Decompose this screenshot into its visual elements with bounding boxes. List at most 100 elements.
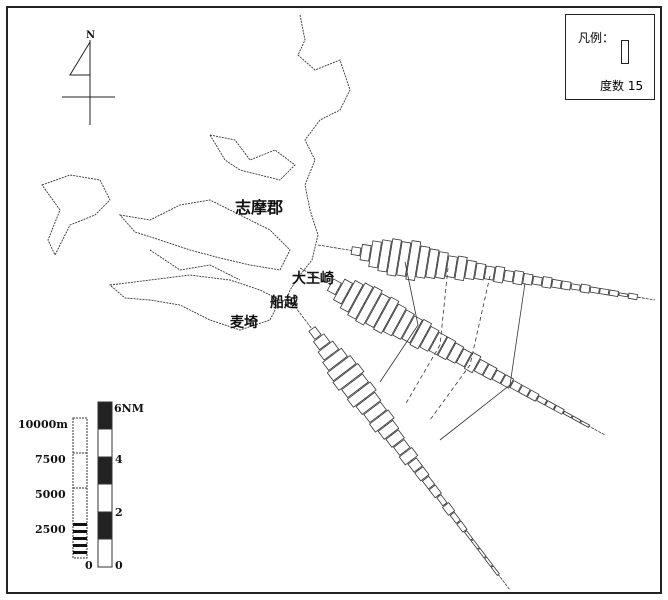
frequency-bar bbox=[425, 248, 440, 279]
frequency-bar bbox=[377, 419, 400, 440]
frequency-bar bbox=[373, 296, 400, 334]
frequency-bar bbox=[363, 401, 387, 424]
scale-bar-nautical-miles bbox=[97, 401, 113, 568]
place-cape-daio: 大王崎 bbox=[292, 271, 334, 287]
frequency-bar bbox=[484, 556, 494, 568]
frequency-bar bbox=[579, 283, 591, 294]
compass-icon bbox=[62, 40, 115, 125]
frequency-bar bbox=[428, 331, 448, 356]
frequency-bar bbox=[470, 538, 480, 550]
scale-m-tick: 0 bbox=[85, 559, 93, 572]
frequency-bar bbox=[365, 292, 391, 328]
frequency-bar bbox=[355, 285, 383, 326]
frequency-bar bbox=[551, 278, 562, 289]
scale-m-tick: 2500 bbox=[35, 523, 66, 536]
frequency-bar bbox=[415, 245, 431, 279]
frequency-bar bbox=[326, 355, 357, 382]
frequency-bar bbox=[332, 278, 354, 305]
frequency-bar bbox=[368, 240, 382, 269]
frequency-bar bbox=[553, 404, 565, 415]
compass-north-label: N bbox=[86, 30, 96, 41]
frequency-bar bbox=[339, 279, 364, 313]
frequency-bar bbox=[405, 240, 422, 281]
frequency-bar bbox=[455, 348, 473, 368]
frequency-bar bbox=[437, 336, 457, 361]
frequency-bar bbox=[562, 410, 573, 419]
place-mugisaki: 麦埼 bbox=[230, 315, 258, 331]
frequency-bar bbox=[326, 278, 342, 296]
frequency-bar bbox=[456, 520, 468, 533]
frequency-bar bbox=[599, 287, 610, 296]
frequency-bar bbox=[446, 342, 465, 364]
scale-m-tick: 10000m bbox=[18, 418, 68, 431]
coastline bbox=[41, 14, 351, 331]
frequency-bar bbox=[571, 415, 582, 424]
frequency-bar bbox=[386, 238, 402, 277]
frequency-bar bbox=[473, 358, 489, 376]
frequency-bar bbox=[464, 259, 477, 281]
frequency-bar bbox=[419, 325, 440, 352]
frequency-bar bbox=[483, 265, 496, 281]
frequency-bar bbox=[618, 292, 629, 298]
frequency-bar bbox=[414, 466, 430, 482]
frequency-bar bbox=[589, 286, 600, 294]
scale-bar-meters bbox=[72, 417, 88, 559]
frequency-bar bbox=[312, 333, 331, 351]
frequency-bar bbox=[532, 275, 543, 286]
frequency-bar bbox=[477, 547, 487, 559]
frequency-bar bbox=[526, 389, 540, 402]
frequency-bar bbox=[392, 309, 415, 340]
frequency-bar bbox=[627, 292, 639, 301]
frequency-bar bbox=[512, 270, 525, 286]
frequency-bar bbox=[518, 384, 531, 398]
frequency-bar bbox=[398, 446, 419, 466]
frequency-bar bbox=[522, 272, 534, 286]
frequency-bar bbox=[449, 511, 461, 524]
frequency-bar bbox=[421, 475, 436, 490]
legend-frequency: 度数 15 bbox=[600, 79, 644, 93]
frequency-bar bbox=[464, 530, 474, 541]
frequency-bar bbox=[579, 420, 591, 428]
frequency-bar bbox=[608, 289, 619, 298]
scale-nm-tick: 2 bbox=[115, 506, 123, 519]
legend: 凡例： 度数 15 bbox=[565, 14, 655, 100]
scale-m-tick: 7500 bbox=[35, 453, 66, 466]
frequency-bar bbox=[347, 282, 374, 320]
frequency-bar bbox=[482, 363, 498, 381]
frequency-bar bbox=[454, 255, 468, 282]
legend-title: 凡例： bbox=[578, 31, 615, 45]
transect-lines bbox=[289, 238, 656, 591]
frequency-bar bbox=[544, 400, 557, 411]
scale-nm-tick: 4 bbox=[115, 453, 123, 466]
place-district: 志摩郡 bbox=[235, 198, 284, 217]
frequency-bar bbox=[445, 255, 458, 279]
frequency-bar bbox=[490, 565, 500, 576]
frequency-bar bbox=[509, 380, 523, 393]
frequency-bar bbox=[346, 381, 377, 408]
frequency-bar bbox=[322, 347, 348, 371]
section-connectors bbox=[379, 261, 526, 441]
scale-nm-tick: 6NM bbox=[114, 402, 144, 415]
frequency-bar bbox=[368, 409, 395, 433]
frequency-bar bbox=[503, 269, 515, 283]
frequency-bar bbox=[359, 243, 372, 262]
place-funakoshi: 船越 bbox=[270, 295, 298, 311]
frequency-bar bbox=[308, 326, 322, 340]
frequency-bar bbox=[409, 318, 433, 350]
frequency-bar bbox=[435, 251, 449, 280]
frequency-bar bbox=[377, 239, 392, 273]
frequency-bar bbox=[493, 265, 506, 284]
frequency-bar bbox=[355, 391, 382, 415]
frequency-bar bbox=[428, 484, 442, 499]
frequency-bar bbox=[491, 369, 506, 384]
frequency-bar bbox=[396, 241, 412, 277]
legend-bar-symbol bbox=[621, 40, 629, 64]
frequency-bar bbox=[332, 363, 365, 391]
frequency-bar bbox=[560, 280, 572, 291]
frequency-bar bbox=[536, 395, 548, 406]
frequency-bar bbox=[350, 246, 362, 257]
frequency-bar bbox=[407, 457, 423, 473]
frequency-bar bbox=[436, 494, 448, 507]
